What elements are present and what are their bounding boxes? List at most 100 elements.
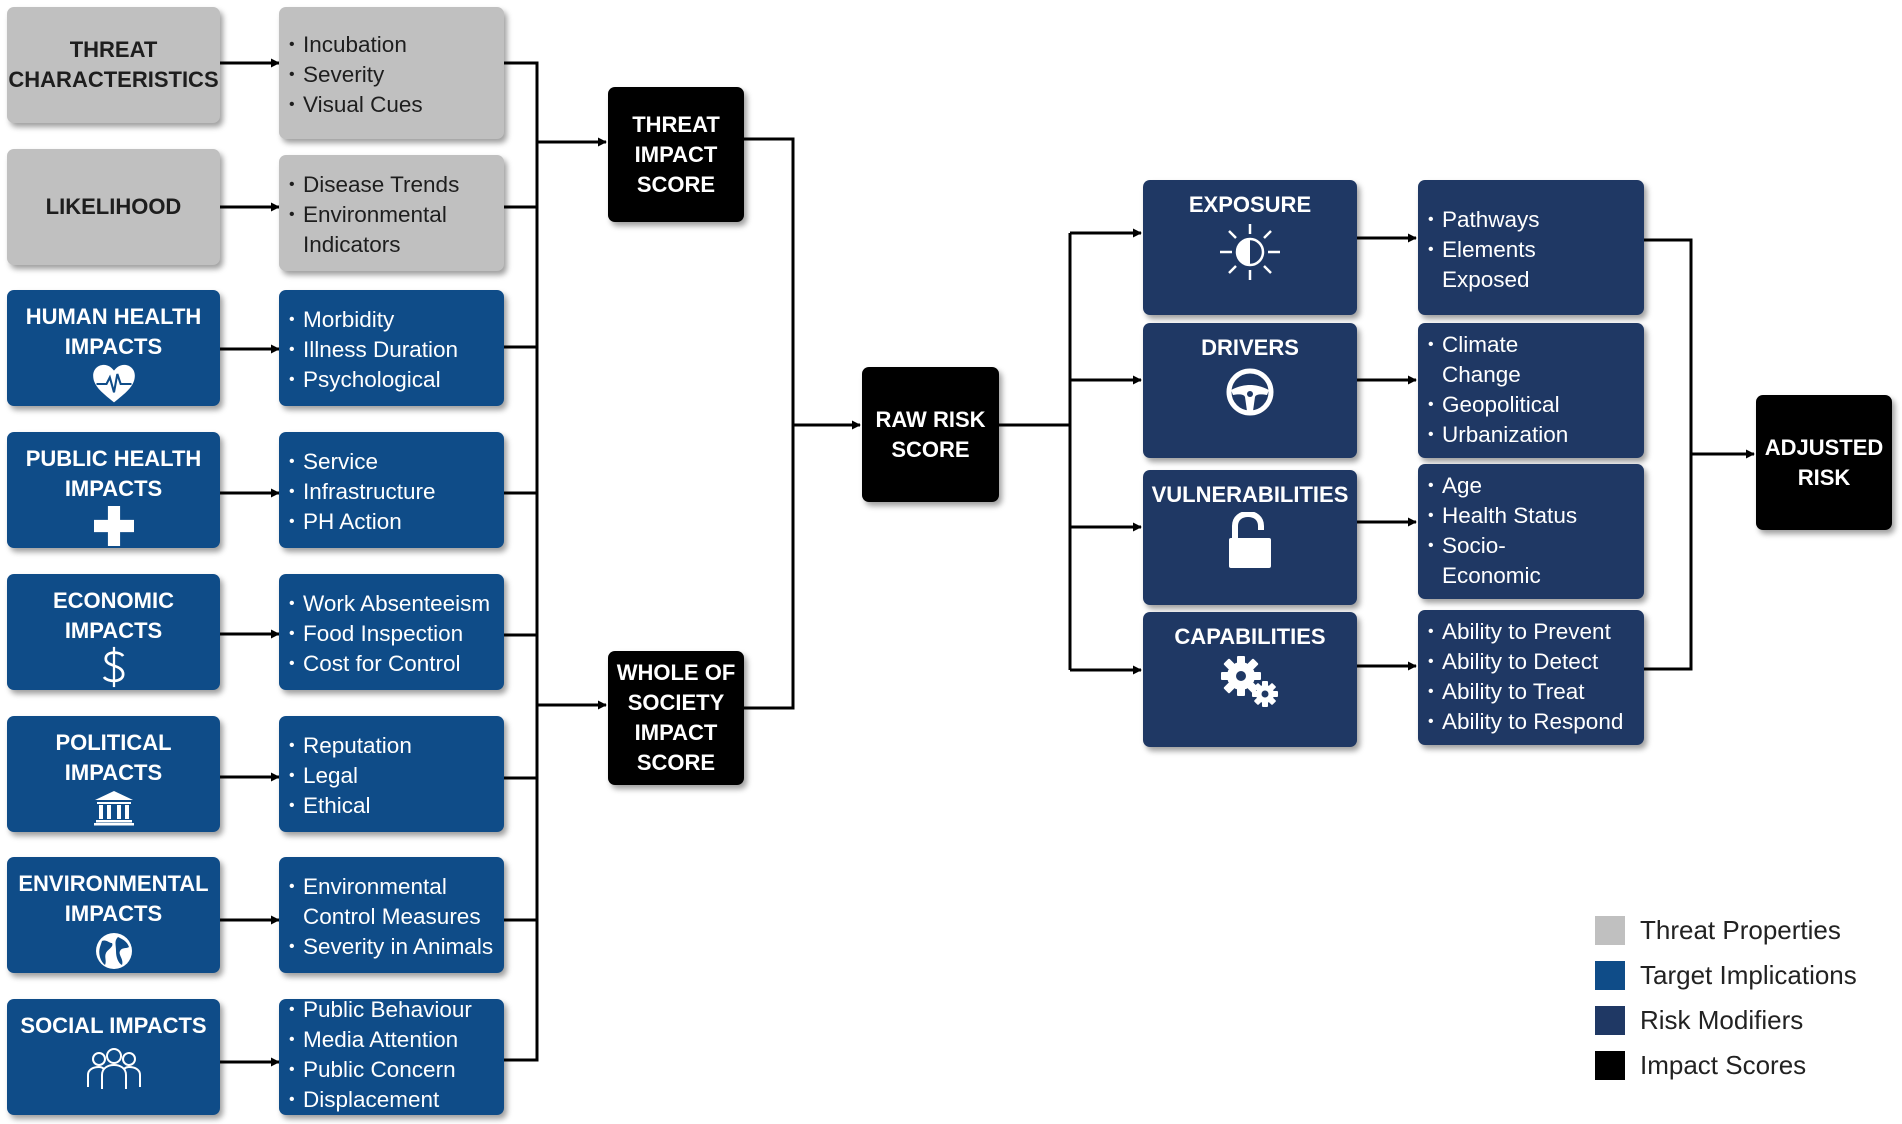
detail-item: Food Inspection bbox=[289, 619, 498, 649]
modifier-title: CAPABILITIES bbox=[1174, 624, 1326, 649]
detail-item: Climate Change bbox=[1428, 330, 1638, 390]
dollar-icon bbox=[102, 646, 125, 688]
detail-box-vulnerabilities: Age Health Status Socio- Economic bbox=[1418, 464, 1644, 599]
heart-rate-icon bbox=[92, 364, 135, 403]
category-box-human-health-impacts: HUMAN HEALTH IMPACTS bbox=[7, 290, 220, 406]
detail-item: Severity in Animals bbox=[289, 932, 498, 962]
category-box-environmental-impacts: ENVIRONMENTAL IMPACTS bbox=[7, 857, 220, 973]
category-box-political-impacts: POLITICAL IMPACTS bbox=[7, 716, 220, 832]
category-title: PUBLIC HEALTH IMPACTS bbox=[25, 446, 202, 501]
detail-item: Ability to Prevent bbox=[1428, 617, 1638, 647]
detail-item: Legal bbox=[289, 761, 498, 791]
legend-swatch bbox=[1595, 1006, 1625, 1035]
legend-label: Risk Modifiers bbox=[1640, 1005, 1804, 1035]
globe-icon bbox=[95, 933, 132, 969]
detail-item: Elements Exposed bbox=[1428, 235, 1638, 295]
modifier-box-vulnerabilities: VULNERABILITIES bbox=[1143, 470, 1357, 605]
detail-item: Socio- Economic bbox=[1428, 531, 1638, 591]
modifier-box-capabilities: CAPABILITIES bbox=[1143, 612, 1357, 747]
detail-item: Disease Trends bbox=[289, 170, 498, 200]
detail-item: Visual Cues bbox=[289, 90, 498, 120]
category-title: ECONOMIC IMPACTS bbox=[53, 588, 174, 643]
category-box-likelihood: LIKELIHOOD bbox=[7, 149, 220, 265]
detail-item: Media Attention bbox=[289, 1025, 498, 1055]
government-building-icon bbox=[93, 791, 134, 826]
score-label: ADJUSTED RISK bbox=[1764, 434, 1884, 490]
legend-item-target-implications: Target Implications bbox=[1595, 953, 1857, 998]
category-title: HUMAN HEALTH IMPACTS bbox=[25, 304, 202, 359]
detail-item: Infrastructure bbox=[289, 477, 498, 507]
detail-box-political-impacts: Reputation Legal Ethical bbox=[279, 716, 504, 832]
raw-risk-score-box: RAW RISK SCORE bbox=[862, 367, 999, 502]
score-label: WHOLE OF SOCIETY IMPACT SCORE bbox=[616, 660, 736, 775]
category-title: LIKELIHOOD bbox=[45, 194, 182, 219]
detail-box-economic-impacts: Work Absenteeism Food Inspection Cost fo… bbox=[279, 574, 504, 690]
detail-item: Severity bbox=[289, 60, 498, 90]
detail-box-capabilities: Ability to Prevent Ability to Detect Abi… bbox=[1418, 610, 1644, 745]
detail-box-drivers: Climate Change Geopolitical Urbanization bbox=[1418, 323, 1644, 458]
score-label: RAW RISK SCORE bbox=[875, 406, 986, 462]
modifier-title: DRIVERS bbox=[1201, 335, 1299, 360]
detail-box-threat-characteristics: Incubation Severity Visual Cues bbox=[279, 7, 504, 139]
detail-item: Public Concern bbox=[289, 1055, 498, 1085]
detail-item: Ability to Respond bbox=[1428, 707, 1638, 737]
detail-item: Reputation bbox=[289, 731, 498, 761]
legend-swatch bbox=[1595, 916, 1625, 945]
score-label: THREAT IMPACT SCORE bbox=[632, 111, 720, 197]
detail-item: Urbanization bbox=[1428, 420, 1638, 450]
whole-of-society-impact-score-box: WHOLE OF SOCIETY IMPACT SCORE bbox=[608, 651, 744, 785]
adjusted-risk-box: ADJUSTED RISK bbox=[1756, 395, 1892, 530]
detail-item: Pathways bbox=[1428, 205, 1638, 235]
detail-box-environmental-impacts: Environmental Control Measures Severity … bbox=[279, 857, 504, 973]
category-title: SOCIAL IMPACTS bbox=[20, 1013, 207, 1038]
legend-item-threat-properties: Threat Properties bbox=[1595, 908, 1857, 953]
category-title: POLITICAL IMPACTS bbox=[55, 730, 172, 785]
detail-box-exposure: Pathways Elements Exposed bbox=[1418, 180, 1644, 315]
legend-swatch bbox=[1595, 961, 1625, 990]
brightness-icon bbox=[1220, 224, 1280, 280]
detail-item: Environmental Control Measures bbox=[289, 872, 498, 932]
detail-item: Cost for Control bbox=[289, 649, 498, 679]
category-title: THREAT CHARACTERISTICS bbox=[8, 37, 219, 92]
detail-box-likelihood: Disease Trends Environmental Indicators bbox=[279, 155, 504, 271]
detail-item: Ability to Treat bbox=[1428, 677, 1638, 707]
detail-item: Service bbox=[289, 447, 498, 477]
detail-item: Age bbox=[1428, 471, 1638, 501]
detail-item: Health Status bbox=[1428, 501, 1638, 531]
category-title: ENVIRONMENTAL IMPACTS bbox=[18, 871, 209, 926]
detail-item: PH Action bbox=[289, 507, 498, 537]
people-icon bbox=[86, 1048, 141, 1089]
detail-box-social-impacts: Public Behaviour Media Attention Public … bbox=[279, 995, 504, 1115]
detail-item: Incubation bbox=[289, 30, 498, 60]
detail-item: Psychological bbox=[289, 365, 498, 395]
detail-item: Displacement bbox=[289, 1085, 498, 1115]
modifier-box-exposure: EXPOSURE bbox=[1143, 180, 1357, 315]
threat-impact-score-box: THREAT IMPACT SCORE bbox=[608, 87, 744, 222]
detail-item: Work Absenteeism bbox=[289, 589, 498, 619]
detail-box-public-health-impacts: Service Infrastructure PH Action bbox=[279, 432, 504, 548]
modifier-box-drivers: DRIVERS bbox=[1143, 323, 1357, 458]
medical-cross-icon bbox=[93, 506, 134, 546]
category-box-economic-impacts: ECONOMIC IMPACTS bbox=[7, 574, 220, 690]
legend-label: Target Implications bbox=[1640, 960, 1857, 990]
detail-item: Public Behaviour bbox=[289, 995, 498, 1025]
category-box-social-impacts: SOCIAL IMPACTS bbox=[7, 999, 220, 1115]
detail-item: Geopolitical bbox=[1428, 390, 1638, 420]
detail-item: Ability to Detect bbox=[1428, 647, 1638, 677]
detail-item: Environmental Indicators bbox=[289, 200, 498, 260]
legend-item-risk-modifiers: Risk Modifiers bbox=[1595, 998, 1857, 1043]
legend-swatch bbox=[1595, 1051, 1625, 1080]
category-box-public-health-impacts: PUBLIC HEALTH IMPACTS bbox=[7, 432, 220, 548]
legend-label: Threat Properties bbox=[1640, 915, 1841, 945]
steering-wheel-icon bbox=[1226, 368, 1274, 416]
detail-item: Ethical bbox=[289, 791, 498, 821]
category-box-threat-characteristics: THREAT CHARACTERISTICS bbox=[7, 7, 220, 123]
modifier-title: VULNERABILITIES bbox=[1151, 482, 1349, 507]
legend-label: Impact Scores bbox=[1640, 1050, 1807, 1080]
detail-box-human-health-impacts: Morbidity Illness Duration Psychological bbox=[279, 290, 504, 406]
gears-icon bbox=[1221, 656, 1278, 707]
detail-item: Morbidity bbox=[289, 305, 498, 335]
unlocked-padlock-icon bbox=[1229, 512, 1271, 568]
